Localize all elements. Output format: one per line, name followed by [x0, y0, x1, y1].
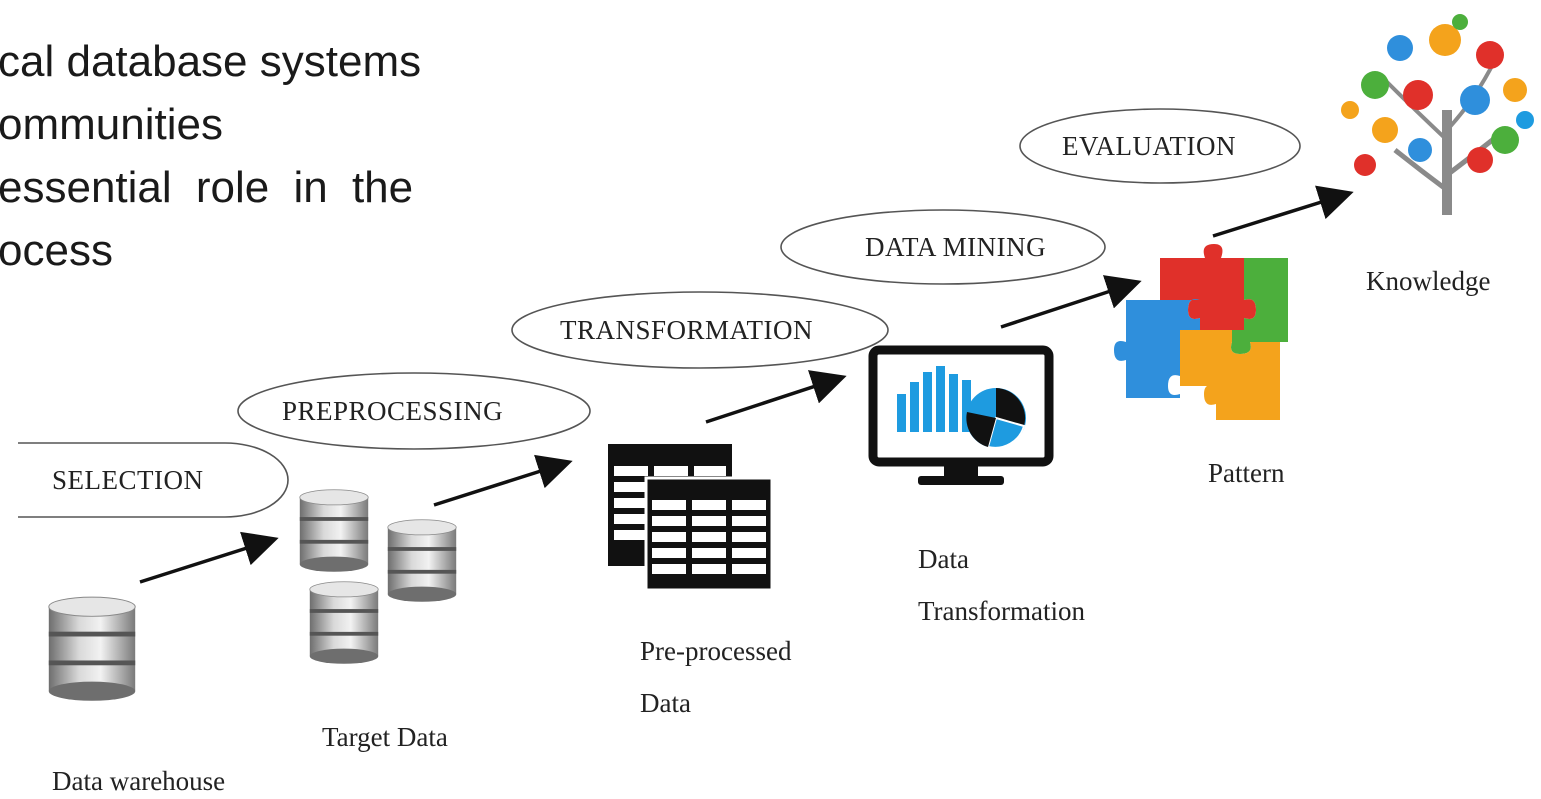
- bullet-line-3: essential role in the: [0, 163, 414, 212]
- pattern-puzzle-icon: [1114, 244, 1288, 420]
- target-data-database-icon: [299, 489, 457, 664]
- caption-preprocessed-line-2: Data: [640, 688, 691, 718]
- knowledge-tree-icon: [1341, 14, 1534, 215]
- preprocessed-data-table-icon: [608, 444, 774, 592]
- arrow-warehouse-to-target: [139, 531, 279, 584]
- caption-knowledge: Knowledge: [1366, 266, 1491, 296]
- stage-label-selection: SELECTION: [52, 465, 204, 495]
- caption-target-data: Target Data: [322, 722, 448, 752]
- caption-preprocessed-line-1: Pre-processed: [640, 636, 792, 666]
- stage-label-evaluation: EVALUATION: [1062, 131, 1236, 161]
- caption-pattern: Pattern: [1208, 458, 1285, 488]
- data-transformation-monitor-icon: [868, 345, 1054, 485]
- caption-transformation-line-2: Transformation: [918, 596, 1085, 626]
- transformation-stage-bubble: [511, 291, 889, 369]
- arrow-preprocessed-to-transformation: [705, 370, 847, 424]
- stage-label-data-mining: DATA MINING: [865, 232, 1047, 262]
- stage-label-transformation: TRANSFORMATION: [560, 315, 814, 345]
- bullet-line-4: ocess: [0, 226, 113, 275]
- data-mining-stage-bubble: [780, 209, 1106, 285]
- caption-transformation-line-1: Data: [918, 544, 969, 574]
- arrow-target-to-preprocessed: [433, 454, 573, 507]
- evaluation-stage-bubble: [1019, 108, 1301, 184]
- arrow-transformation-to-pattern: [1000, 275, 1142, 329]
- bullet-line-1: cal database systems: [0, 37, 422, 86]
- data-warehouse-database-icon: [48, 596, 136, 702]
- selection-stage-bubble: [18, 442, 289, 518]
- stage-label-preprocessing: PREPROCESSING: [282, 396, 504, 426]
- bullet-line-2: ommunities: [0, 100, 223, 149]
- arrow-pattern-to-knowledge: [1212, 185, 1354, 238]
- caption-data-warehouse: Data warehouse: [52, 766, 226, 796]
- preprocessing-stage-bubble: [237, 372, 591, 450]
